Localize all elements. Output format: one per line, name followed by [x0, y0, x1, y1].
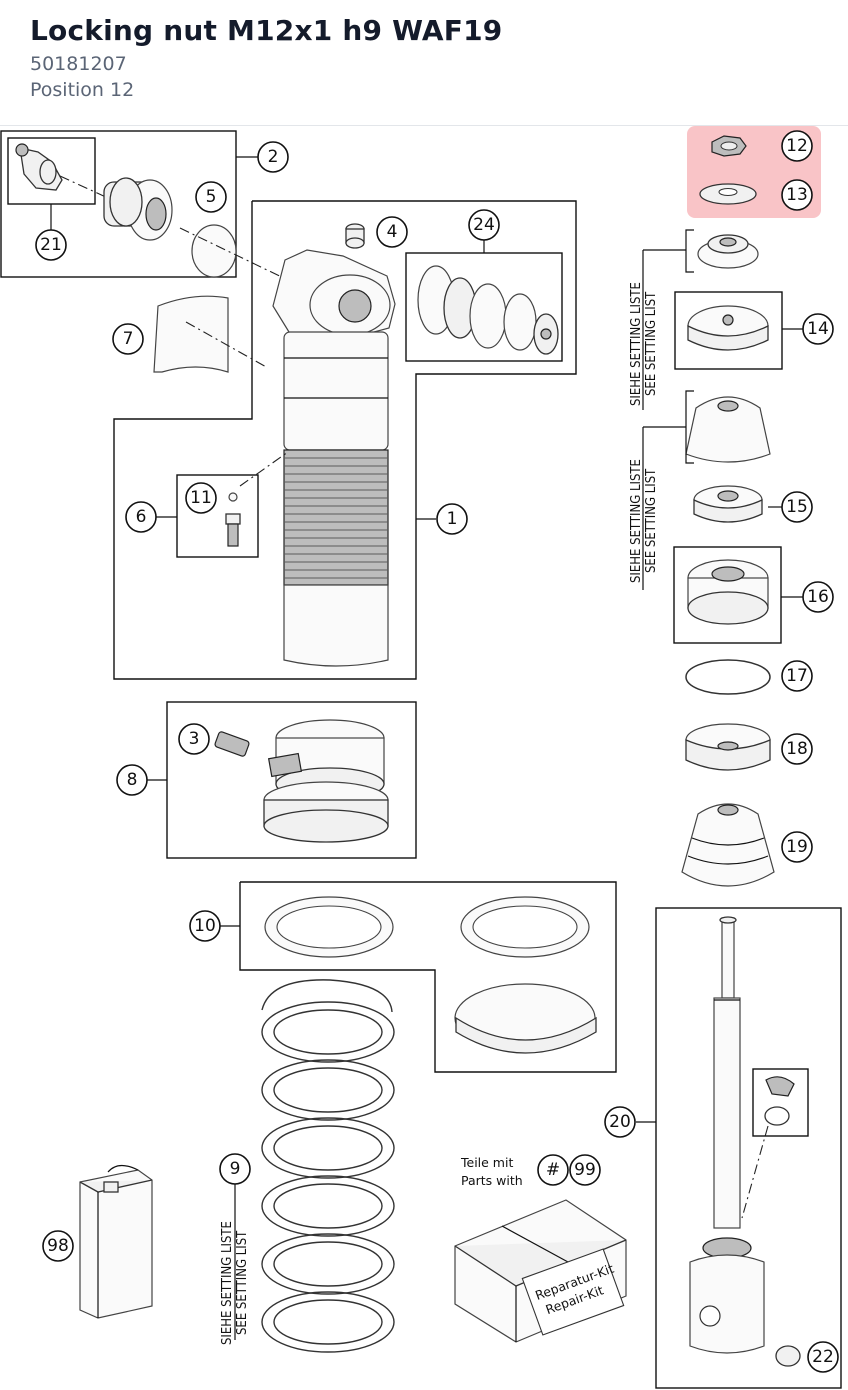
svg-text:8: 8	[127, 770, 138, 790]
callout-15[interactable]: 15	[781, 491, 813, 523]
part-24-seal-kit	[405, 252, 563, 362]
svg-text:20: 20	[609, 1112, 631, 1132]
svg-text:10: 10	[194, 916, 216, 936]
callout-8[interactable]: 8	[116, 764, 148, 796]
parts-with-label-de: Teile mit	[460, 1155, 513, 1170]
svg-text:4: 4	[387, 222, 398, 242]
svg-text:9: 9	[230, 1159, 241, 1179]
callout-16[interactable]: 16	[802, 581, 834, 613]
svg-text:99: 99	[574, 1160, 596, 1180]
svg-text:6: 6	[136, 507, 147, 527]
callout-3[interactable]: 3	[178, 723, 210, 755]
part-16-housing	[673, 546, 782, 644]
repair-kit-box	[454, 1199, 627, 1343]
part-9-spring	[261, 979, 395, 1353]
exploded-parts-diagram: Reparatur-Kit Repair-Kit Teile mit Parts…	[0, 126, 842, 1389]
callout-2[interactable]: 2	[257, 141, 289, 173]
part-number: 50181207	[30, 53, 127, 75]
callout-14[interactable]: 14	[802, 313, 834, 345]
callout-20[interactable]: 20	[604, 1106, 636, 1138]
callout-24[interactable]: 24	[468, 209, 500, 241]
callout-13[interactable]: 13	[781, 179, 813, 211]
callout-6[interactable]: 6	[125, 501, 157, 533]
svg-text:19: 19	[786, 837, 808, 857]
damper-body	[113, 200, 577, 680]
svg-text:14: 14	[807, 319, 829, 339]
svg-text:17: 17	[786, 666, 808, 686]
svg-text:#: #	[546, 1160, 560, 1180]
part-6-valve	[176, 451, 289, 558]
part-17-circlip	[685, 659, 771, 695]
svg-text:11: 11	[190, 488, 212, 508]
svg-text:16: 16	[807, 587, 829, 607]
callout-21[interactable]: 21	[35, 229, 67, 261]
svg-text:SIEHE SETTING LISTE: SIEHE SETTING LISTE	[220, 1221, 235, 1345]
svg-text:5: 5	[206, 187, 217, 207]
svg-text:12: 12	[786, 136, 808, 156]
part-8-adjuster-ring	[166, 701, 417, 859]
part-14-valve-disc	[674, 291, 783, 370]
svg-text:SIEHE SETTING LISTE: SIEHE SETTING LISTE	[629, 459, 644, 583]
part-98-oil-can	[79, 1164, 153, 1319]
callout-5[interactable]: 5	[195, 181, 227, 213]
svg-text:24: 24	[473, 215, 495, 235]
svg-text:98: 98	[47, 1236, 69, 1256]
svg-text:SEE SETTING LIST: SEE SETTING LIST	[235, 1230, 250, 1335]
callout-7[interactable]: 7	[112, 323, 144, 355]
svg-text:7: 7	[123, 329, 134, 349]
callout-98[interactable]: 98	[42, 1230, 74, 1262]
svg-text:SIEHE SETTING LISTE: SIEHE SETTING LISTE	[629, 282, 644, 406]
position-label: Position 12	[30, 79, 135, 101]
callout-18[interactable]: 18	[781, 733, 813, 765]
svg-text:15: 15	[786, 497, 808, 517]
part-7-guard	[153, 295, 229, 373]
setting-list-note-3: SIEHE SETTING LISTE SEE SETTING LIST	[220, 1221, 250, 1345]
svg-text:18: 18	[786, 739, 808, 759]
part-4-cap	[345, 223, 365, 249]
svg-text:3: 3	[189, 729, 200, 749]
page-header: Locking nut M12x1 h9 WAF19 50181207 Posi…	[0, 0, 848, 126]
part-18-seal-head	[685, 723, 771, 771]
part-20-piston-rod	[655, 907, 842, 1389]
callout-12[interactable]: 12	[781, 130, 813, 162]
callout-22[interactable]: 22	[807, 1341, 839, 1373]
callout-4[interactable]: 4	[376, 216, 408, 248]
setting-list-note-2: SIEHE SETTING LISTE SEE SETTING LIST	[629, 459, 659, 583]
bump-stop-cap	[697, 234, 759, 269]
parts-with-label-en: Parts with	[461, 1173, 523, 1188]
page-title: Locking nut M12x1 h9 WAF19	[30, 14, 503, 47]
callout-hash: #	[537, 1154, 569, 1186]
adjuster-assembly	[0, 130, 293, 283]
part-10-spring-seats	[239, 881, 617, 1073]
svg-text:22: 22	[812, 1347, 834, 1367]
svg-text:2: 2	[268, 147, 279, 167]
callout-11[interactable]: 11	[185, 482, 217, 514]
callout-10[interactable]: 10	[189, 910, 221, 942]
svg-text:SEE SETTING LIST: SEE SETTING LIST	[644, 291, 659, 396]
part-bump-rubber	[685, 396, 771, 463]
svg-text:SEE SETTING LIST: SEE SETTING LIST	[644, 468, 659, 573]
callout-17[interactable]: 17	[781, 660, 813, 692]
part-15-piston	[693, 485, 763, 523]
part-19-bump-rubber	[681, 803, 775, 887]
svg-text:21: 21	[40, 235, 62, 255]
callout-1[interactable]: 1	[436, 503, 468, 535]
callout-9[interactable]: 9	[219, 1153, 251, 1185]
svg-text:13: 13	[786, 185, 808, 205]
callout-19[interactable]: 19	[781, 831, 813, 863]
svg-text:1: 1	[447, 509, 458, 529]
part-13-washer	[699, 183, 757, 205]
callout-99[interactable]: 99	[569, 1154, 601, 1186]
setting-list-note-1: SIEHE SETTING LISTE SEE SETTING LIST	[629, 282, 659, 406]
part-12-locking-nut	[711, 135, 747, 157]
